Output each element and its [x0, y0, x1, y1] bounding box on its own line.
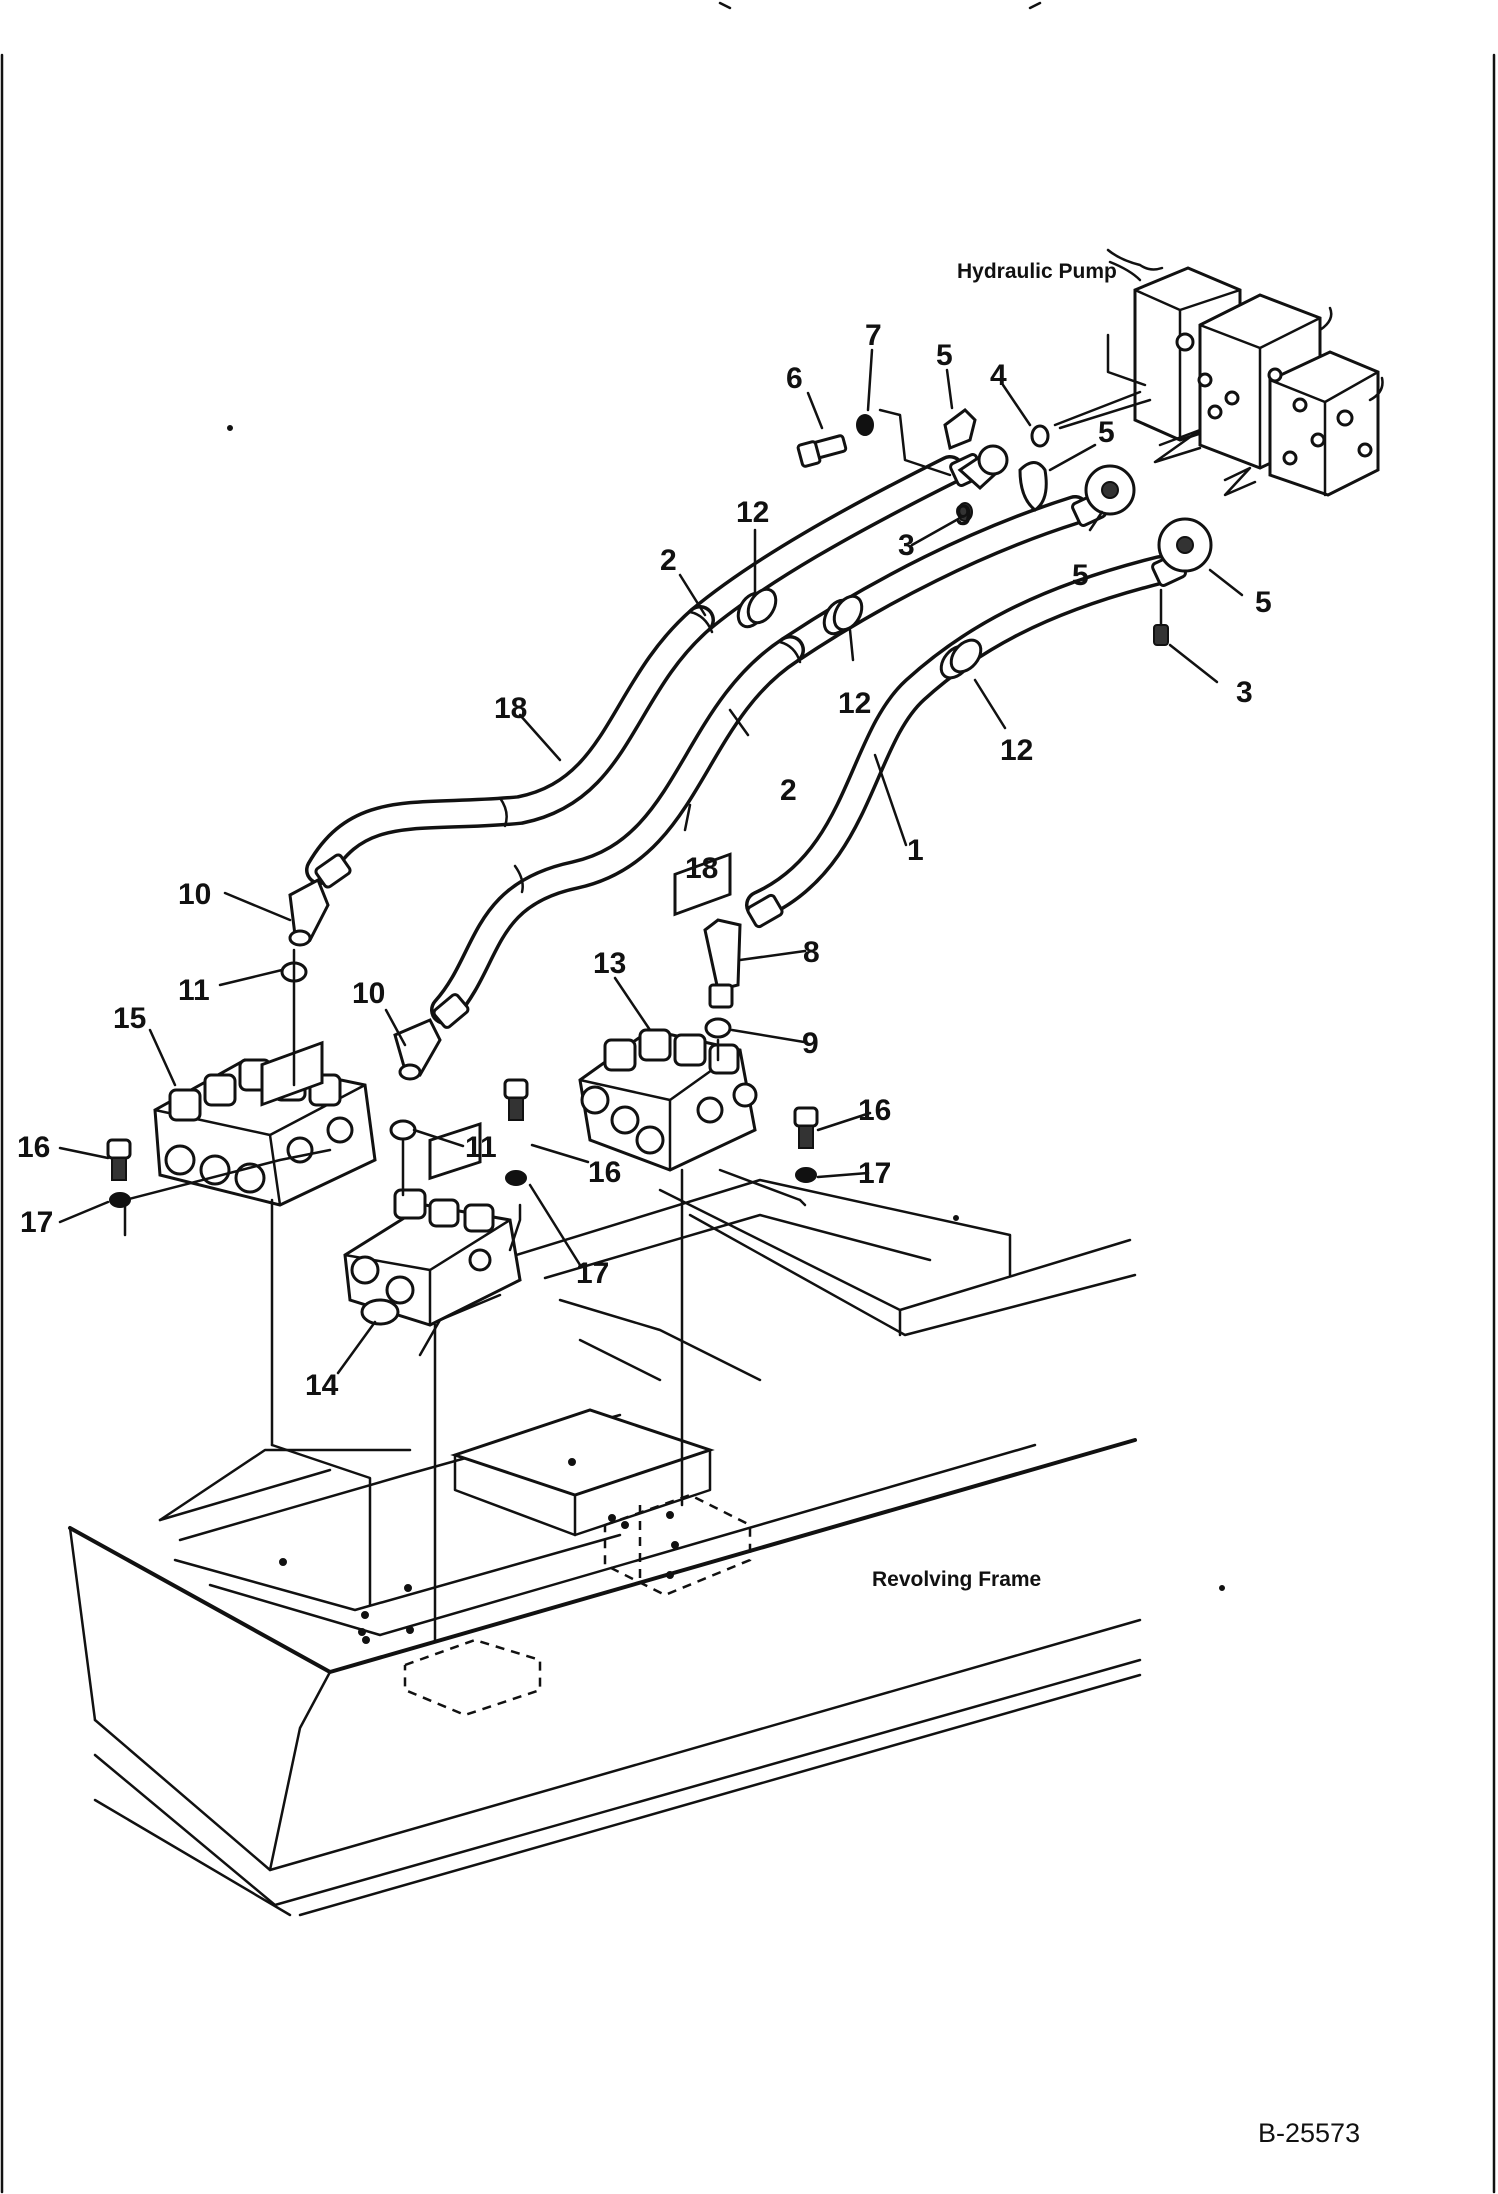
hose-2-upper [685, 455, 965, 635]
hose-18-lower [430, 635, 805, 1025]
callout-12-top: 12 [736, 496, 769, 529]
captions: Hydraulic Pump Revolving Frame B-25573 [872, 260, 1360, 2148]
callout-5-left: 5 [1072, 559, 1089, 592]
revolving-frame [68, 1178, 1142, 1917]
clamps-12 [736, 587, 983, 680]
callout-2-upper: 2 [660, 544, 677, 577]
hydraulic-pump [1058, 248, 1384, 497]
callout-14: 14 [305, 1369, 339, 1402]
hose-1 [745, 555, 1175, 920]
revolving-frame-caption: Revolving Frame [872, 1568, 1041, 1591]
callout-16-mid: 16 [588, 1156, 621, 1189]
callout-4: 4 [990, 359, 1007, 392]
callout-5-mid: 5 [1098, 416, 1115, 449]
hose-18-upper [305, 605, 715, 885]
callout-8: 8 [803, 936, 820, 969]
bolts-and-washers [106, 1078, 819, 1208]
valve-fittings [280, 877, 742, 1141]
callout-12-right: 12 [1000, 734, 1033, 767]
control-valve-15 [123, 1040, 377, 1237]
control-valve-14 [343, 1122, 522, 1327]
callout-17-right: 17 [858, 1157, 891, 1190]
callout-15: 15 [113, 1002, 146, 1035]
hose-transitions [498, 610, 802, 894]
hydraulic-pump-caption: Hydraulic Pump [957, 260, 1117, 283]
callout-9-lower: 9 [802, 1027, 819, 1060]
callout-11-mid: 11 [465, 1131, 497, 1164]
installation-lines [270, 948, 720, 1642]
callout-2-lower: 2 [780, 774, 797, 807]
callout-11-left: 11 [178, 974, 210, 1007]
callout-12-mid: 12 [838, 687, 871, 720]
callout-7: 7 [865, 319, 882, 352]
hose-end-fittings [314, 453, 1187, 1029]
control-valve-13 [578, 852, 807, 1207]
callout-18-lower: 18 [685, 852, 718, 885]
drawing-number: B-25573 [1258, 2118, 1360, 2148]
callout-5-right: 5 [1255, 586, 1272, 619]
leader-lines [58, 348, 1244, 1375]
callout-16-right: 16 [858, 1094, 891, 1127]
callout-numbers: 1 2 2 3 3 4 5 5 5 5 6 7 8 9 9 10 10 11 1… [17, 319, 1272, 1402]
callout-18-upper: 18 [494, 692, 527, 725]
callout-5-top: 5 [936, 339, 953, 372]
pump-fittings [796, 390, 1213, 646]
callout-3-upper: 3 [898, 529, 915, 562]
callout-10-left: 10 [178, 878, 211, 911]
callout-3-lower: 3 [1236, 676, 1253, 709]
callout-17-mid: 17 [576, 1257, 609, 1290]
callout-10-mid: 10 [352, 977, 385, 1010]
callout-1: 1 [907, 834, 924, 867]
callout-17-left: 17 [20, 1206, 53, 1239]
callout-16-left: 16 [17, 1131, 50, 1164]
callout-13: 13 [593, 947, 626, 980]
callout-6: 6 [786, 362, 803, 395]
callout-9-upper: 9 [955, 499, 972, 532]
